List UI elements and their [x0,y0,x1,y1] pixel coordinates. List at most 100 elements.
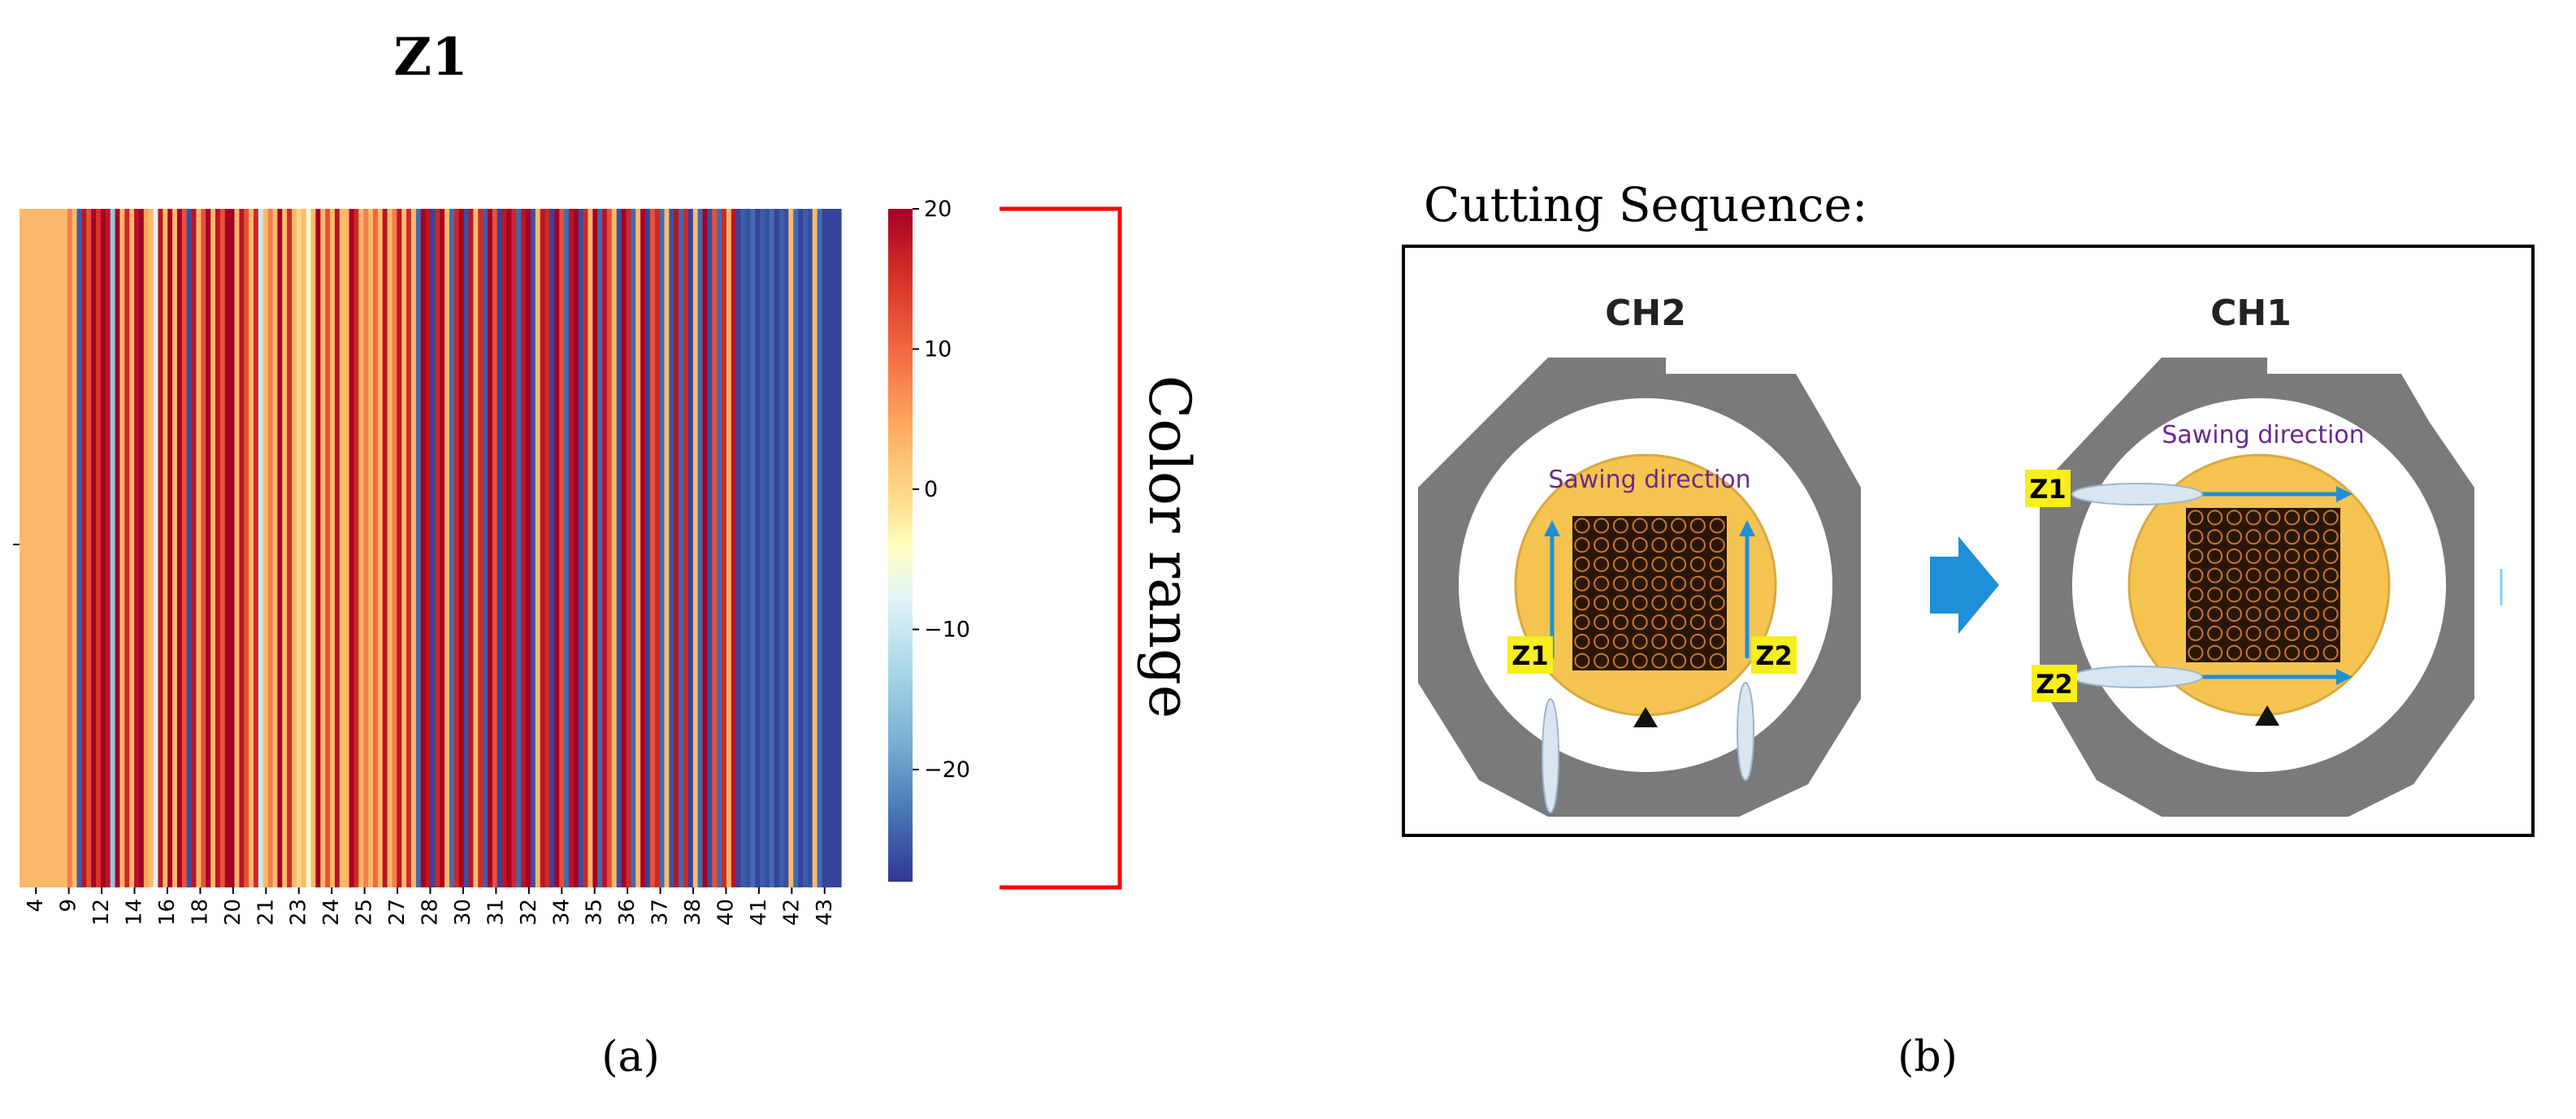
cutting-sequence-panel: Cutting Sequence: CH2 Sawing direction Z… [1402,177,2535,1082]
heatmap-cell [387,209,393,887]
die-cell [2188,510,2204,526]
ch1-z1-label: Z1 [2029,474,2066,505]
heatmap-cell [793,209,799,887]
heatmap-cell [358,209,364,887]
heatmap-cell [76,209,83,887]
heatmap-cell [100,209,106,887]
heatmap-cell [717,209,722,887]
heatmap-cell [616,209,622,887]
x-tick-label: 28 [418,899,443,926]
x-tick-label: 37 [648,899,673,926]
die-cell [1632,518,1648,534]
x-tick-label: 36 [615,899,640,926]
heatmap-cell [24,209,30,887]
die-cell [2303,606,2319,622]
die-cell [2188,606,2204,622]
color-range-label: Color range [1136,375,1203,718]
die-cell [1651,595,1667,611]
die-cell [2188,567,2204,583]
x-tick-label: 34 [549,899,574,926]
heatmap-cell [325,209,331,887]
die-cell [2245,625,2262,641]
die-cell [1709,537,1725,553]
heatmap-cell [568,209,575,887]
x-tick-label: 21 [254,899,278,926]
heatmap-cell [163,209,168,887]
heatmap-cell [234,209,240,887]
die-cell [2265,510,2281,526]
heatmap-cell [191,209,197,887]
die-cell [1594,518,1610,534]
die-cell [1709,614,1725,631]
die-cell [1709,633,1725,649]
die-cell [2188,529,2204,545]
die-cell [1651,537,1667,553]
die-cell [1612,575,1628,592]
heatmap-cell [306,209,312,887]
heatmap-cell [831,209,837,887]
ch2-z2-label-bg [1751,636,1797,674]
die-cell [1671,537,1687,553]
heatmap-cell [33,209,40,887]
heatmap-cell [755,209,761,887]
die-cell [2245,529,2262,545]
heatmap-cell [206,209,211,887]
heatmap-cell [20,209,25,887]
heatmap-cell [626,209,631,887]
heatmap-cell [707,209,713,887]
die-cell [1612,653,1628,669]
ch2-z1-label-bg [1507,636,1553,674]
colorbar [888,209,913,882]
colorbar-tick-label: −10 [924,618,970,643]
die-cell [2322,606,2339,622]
heatmap-cell [62,209,68,887]
heatmap-cell [86,209,92,887]
heatmap-cell [606,209,613,887]
heatmap-cell [554,209,560,887]
colorbar-tick-label: 0 [924,477,938,502]
x-tick-label: 31 [484,899,508,926]
x-tick-label: 27 [385,899,410,926]
heatmap-cell [277,209,283,887]
die-cell [2303,548,2319,564]
heatmap-cell [258,209,264,887]
die-cell [1574,575,1590,592]
die-cell [1632,537,1648,553]
die-cell [2207,606,2223,622]
die-cell [2322,625,2339,641]
ch2-direction-label: Sawing direction [1548,466,1750,494]
heatmap-cell [353,209,359,887]
heatmap-cell [339,209,345,887]
heatmap-cell [129,209,135,887]
ch1-z1-label-bg [2025,470,2071,507]
heatmap-cell [415,209,422,887]
die-cell [1671,518,1687,534]
chart-title: Z1 [393,27,467,88]
heatmap-cell [501,209,508,887]
heatmap-cell [578,209,584,887]
die-cell [1574,653,1590,669]
heatmap-cell [267,209,274,887]
heatmap-cell [631,209,636,887]
die-cell [1671,575,1687,592]
heatmap-cell [588,209,593,887]
die-cell [2207,587,2223,603]
ch2-title: CH2 [1605,293,1686,334]
heatmap-cell [449,209,455,887]
heatmap-cell [774,209,780,887]
heatmap-cell [497,209,503,887]
x-tick-label: 40 [713,899,738,926]
die-cell [1574,614,1590,631]
heatmap-cell [745,209,751,887]
heatmap-cell [611,209,618,887]
die-cell [2303,529,2319,545]
die-cell [1632,653,1648,669]
heatmap-cell [244,209,249,887]
die-cell [1671,653,1687,669]
heatmap-cell [219,209,226,887]
die-cell [1632,595,1648,611]
die-cell [1612,518,1628,534]
die-cell [2265,567,2281,583]
